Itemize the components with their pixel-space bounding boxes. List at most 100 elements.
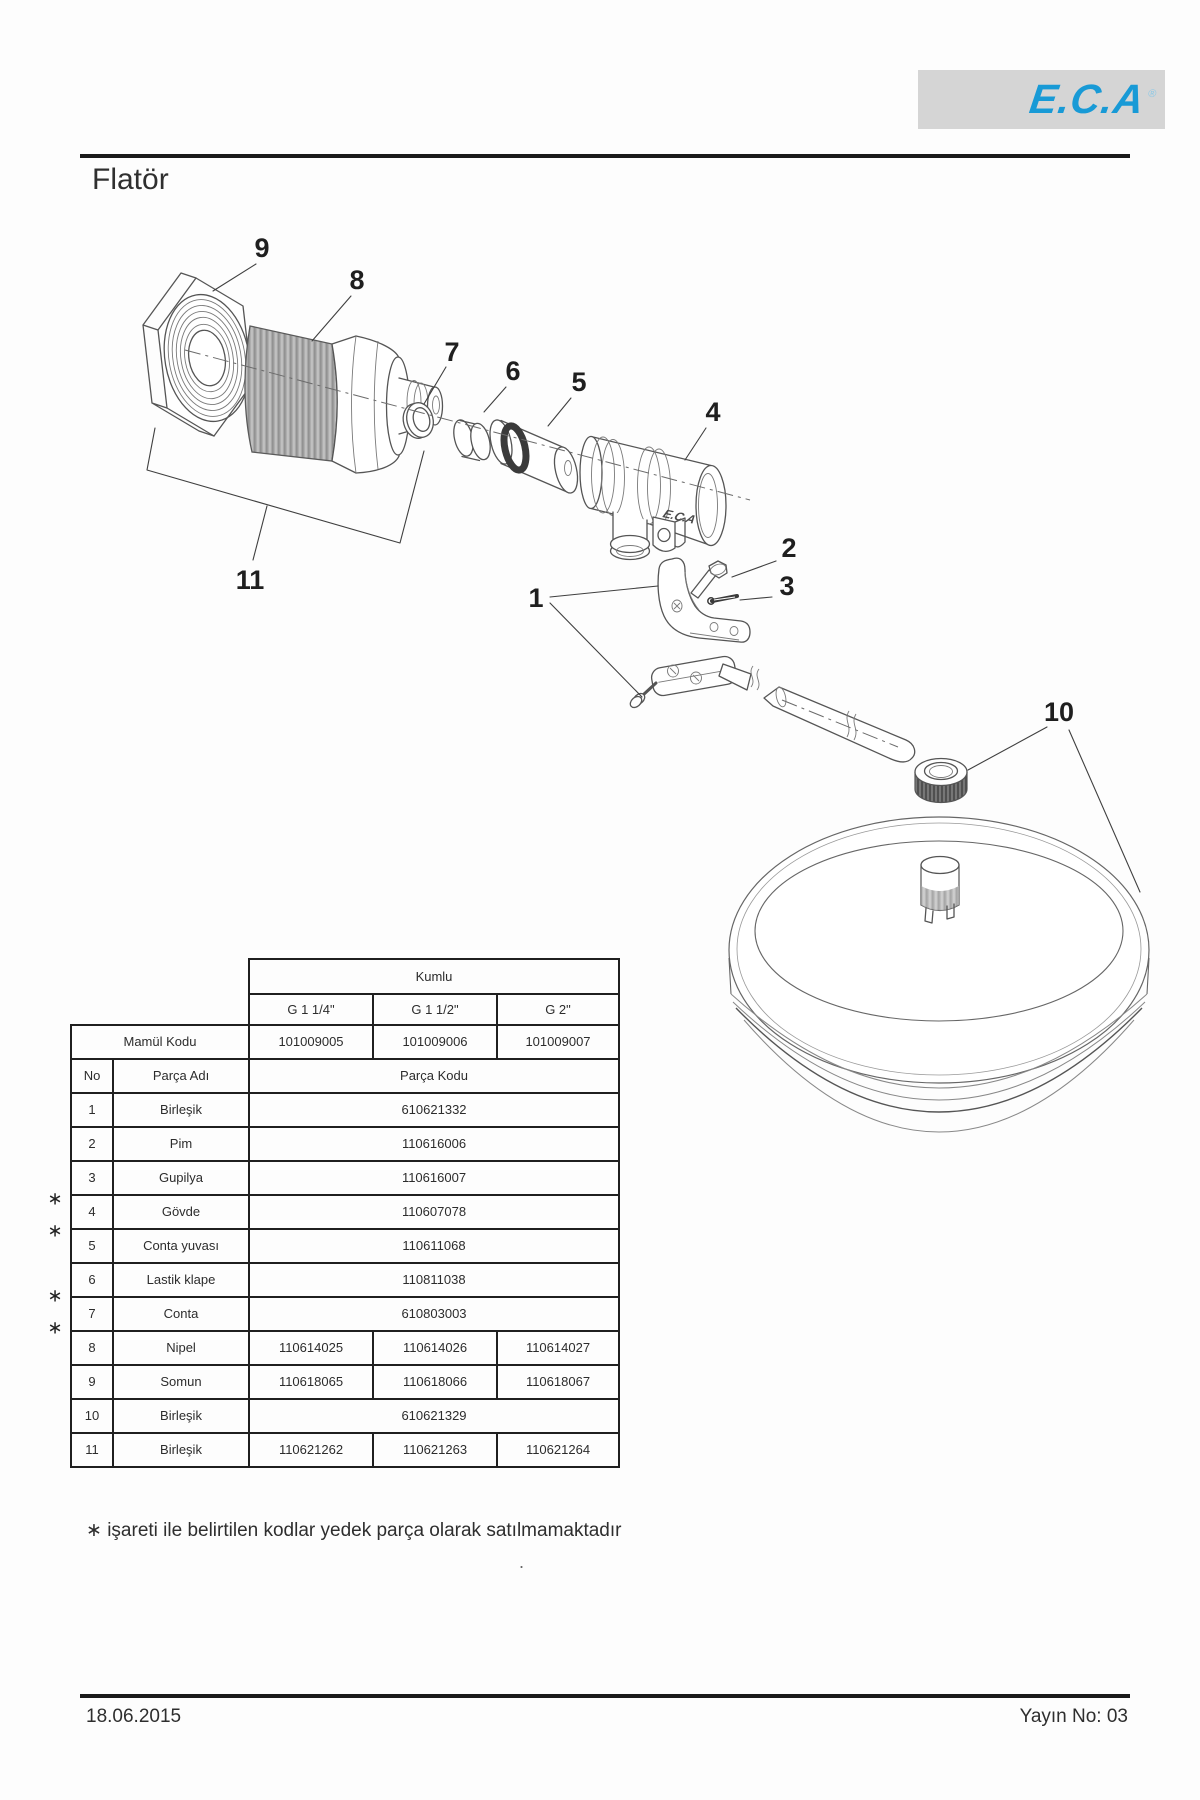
callout-8: 8 (349, 265, 364, 295)
cell-no: 4 (70, 1194, 114, 1230)
callout-5: 5 (571, 367, 586, 397)
part-ring-nut-10 (914, 757, 968, 804)
part-conta-yuvasi-5 (489, 419, 579, 494)
col-header-no: No (70, 1058, 114, 1094)
brand-logo-box: E.C.A® (918, 70, 1165, 129)
cell-no: 6 (70, 1262, 114, 1298)
asterisk-marker: ∗ (47, 1188, 63, 1209)
footer-issue-number: Yayın No: 03 (1019, 1706, 1128, 1727)
part-nipel-8 (244, 325, 444, 474)
cell-part-code: 110607078 (248, 1194, 620, 1230)
cell-part-name: Nipel (112, 1330, 250, 1366)
cell-no: 3 (70, 1160, 114, 1196)
product-code-1: 101009005 (248, 1024, 374, 1060)
cell-part-name: Lastik klape (112, 1262, 250, 1298)
cell-no: 11 (70, 1432, 114, 1468)
callout-7: 7 (444, 337, 459, 367)
column-header-row: No Parça Adı Parça Kodu (70, 1058, 620, 1094)
col-header-part-name: Parça Adı (112, 1058, 250, 1094)
cell-no: 7 (70, 1296, 114, 1332)
cell-part-code: 110621262 (248, 1432, 374, 1468)
cell-part-code: 610621332 (248, 1092, 620, 1128)
header-rule (80, 154, 1130, 158)
axis-centerline (184, 349, 751, 501)
part-govde-4: E.C.A (579, 435, 727, 561)
cell-part-code: 110621263 (372, 1432, 498, 1468)
cell-part-name: Pim (112, 1126, 250, 1162)
product-code-row: Mamül Kodu 101009005 101009006 101009007 (70, 1024, 620, 1060)
callout-11: 11 (236, 565, 265, 595)
cell-part-name: Birleşik (112, 1398, 250, 1434)
cell-no: 10 (70, 1398, 114, 1434)
cell-part-name: Gupilya (112, 1160, 250, 1196)
cell-part-code: 110611068 (248, 1228, 620, 1264)
asterisk-marker: ∗ (47, 1285, 63, 1306)
product-code-2: 101009006 (372, 1024, 498, 1060)
footer-date: 18.06.2015 (86, 1706, 182, 1727)
part-somun-9 (142, 272, 253, 437)
col-header-part-code: Parça Kodu (248, 1058, 620, 1094)
cell-no: 2 (70, 1126, 114, 1162)
asterisk-marker: ∗ (47, 1317, 63, 1338)
part-lastik-klape-6 (453, 419, 491, 462)
size-header-3: G 2" (496, 993, 620, 1026)
cell-no: 8 (70, 1330, 114, 1366)
footnote: ∗ işareti ile belirtilen kodlar yedek pa… (86, 1520, 622, 1541)
callout-leader-lines (146, 263, 1141, 893)
product-code-3: 101009007 (496, 1024, 620, 1060)
callout-4: 4 (705, 397, 720, 427)
cell-part-code: 110618067 (496, 1364, 620, 1400)
callout-2: 2 (781, 533, 796, 563)
callout-6: 6 (505, 356, 520, 386)
product-code-label: Mamül Kodu (70, 1024, 250, 1060)
callout-labels: 1 2 3 4 5 6 7 8 9 10 11 (236, 233, 1074, 727)
asterisk-marker: ∗ (47, 1220, 63, 1241)
cell-part-name: Conta (112, 1296, 250, 1332)
parts-table: Kumlu G 1 1/4" G 1 1/2" G 2" Mamül Kodu … (70, 958, 620, 1468)
cell-part-name: Gövde (112, 1194, 250, 1230)
size-header-2: G 1 1/2" (372, 993, 498, 1026)
ghost-cell (71, 959, 249, 994)
cell-part-code: 110616006 (248, 1126, 620, 1162)
callout-10: 10 (1044, 697, 1074, 727)
callout-1: 1 (528, 583, 543, 613)
callout-9: 9 (254, 233, 269, 263)
cell-part-code: 110811038 (248, 1262, 620, 1298)
footer-rule (80, 1694, 1130, 1698)
cell-part-name: Birleşik (112, 1092, 250, 1128)
cell-no: 1 (70, 1092, 114, 1128)
cell-part-name: Conta yuvası (112, 1228, 250, 1264)
page-title: Flatör (92, 163, 169, 196)
cell-part-name: Somun (112, 1364, 250, 1400)
group-header-cell: Kumlu (248, 958, 620, 995)
part-gupilya-3 (707, 594, 739, 605)
cell-no: 5 (70, 1228, 114, 1264)
part-conta-7 (402, 402, 434, 439)
part-birlesik-1 (629, 557, 916, 763)
cell-part-code: 110618065 (248, 1364, 374, 1400)
size-header-row: G 1 1/4" G 1 1/2" G 2" (71, 993, 620, 1026)
cell-part-code: 610621329 (248, 1398, 620, 1434)
cell-part-code: 110616007 (248, 1160, 620, 1196)
size-header-1: G 1 1/4" (248, 993, 374, 1026)
parts-table-head: Kumlu G 1 1/4" G 1 1/2" G 2" Mamül Kodu … (70, 958, 620, 1094)
callout-3: 3 (779, 571, 794, 601)
part-pim-2 (690, 560, 728, 599)
cell-part-code: 110614027 (496, 1330, 620, 1366)
cell-part-code: 110614026 (372, 1330, 498, 1366)
group-header-row: Kumlu (71, 958, 620, 995)
